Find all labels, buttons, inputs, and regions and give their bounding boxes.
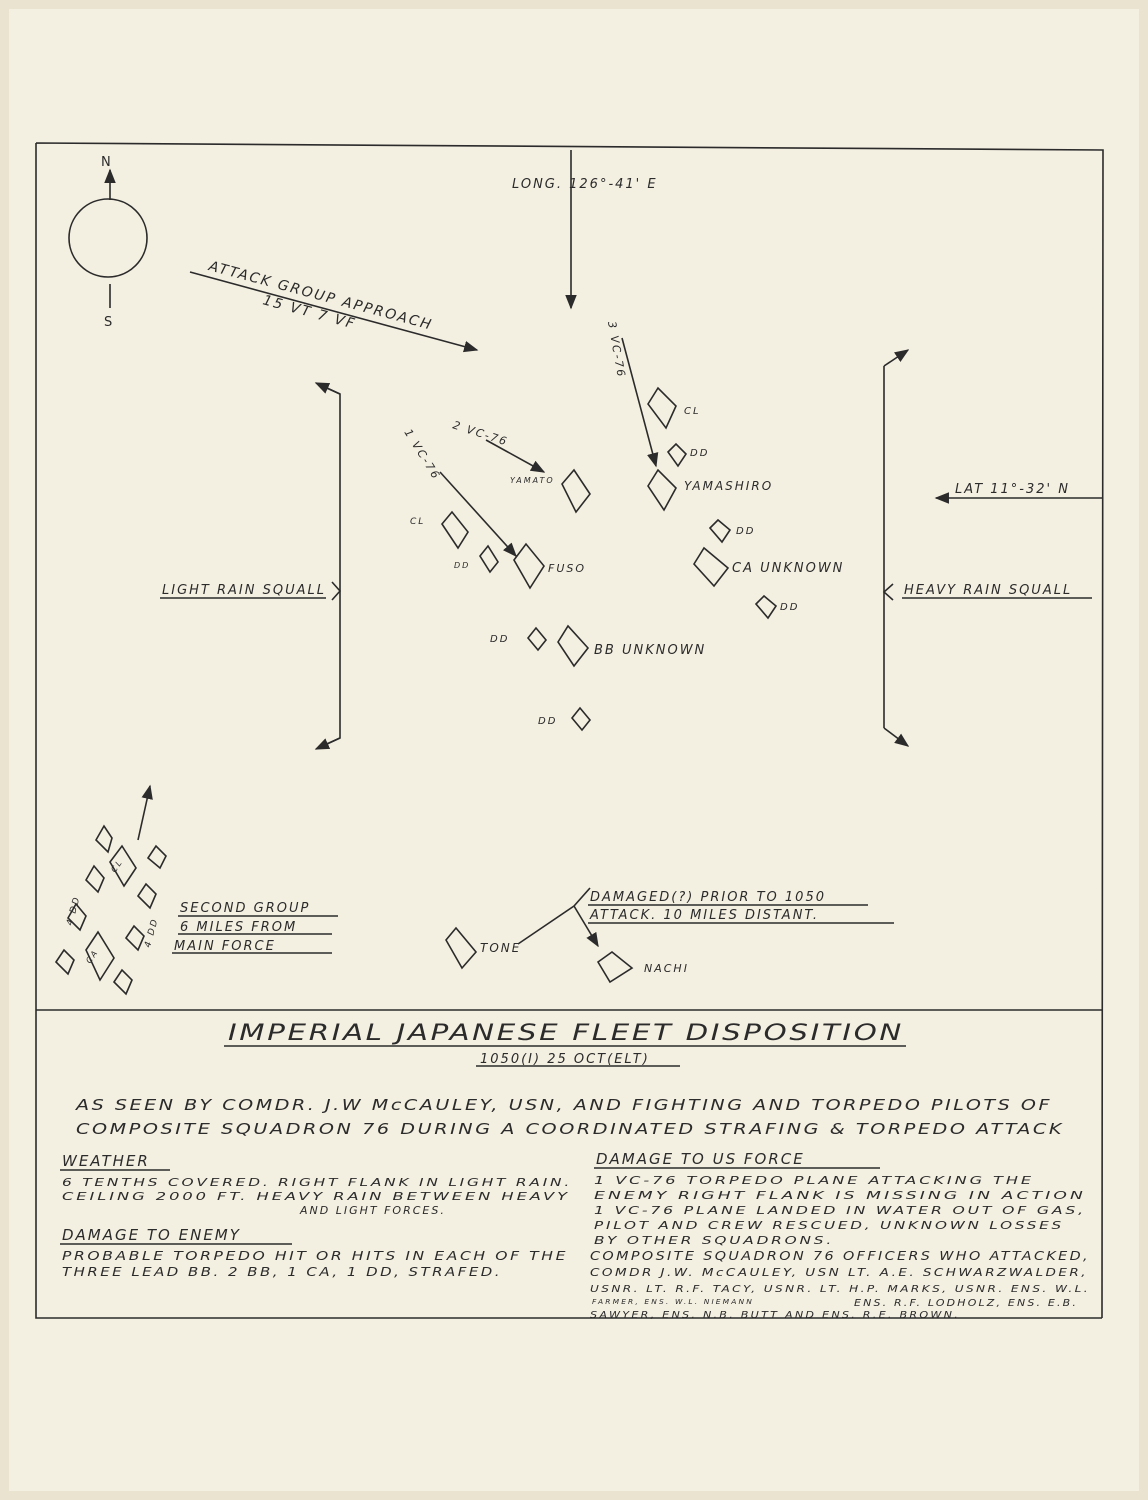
weather-line1: 6 TENTHS COVERED. RIGHT FLANK IN LIGHT R…	[62, 1176, 572, 1189]
three-vc-arrow	[621, 337, 659, 468]
one-vc-arrow	[439, 471, 517, 558]
second-group-line3: MAIN FORCE	[174, 939, 276, 954]
light-rain-squall-bracket	[160, 382, 342, 750]
heavy-rain-squall-bracket	[882, 349, 1092, 747]
ship-cl-left-label: CL	[410, 517, 425, 527]
map-title: IMPERIAL JAPANESE FLEET DISPOSITION	[228, 1021, 904, 1046]
ship-yamashiro-label: YAMASHIRO	[684, 479, 773, 493]
ship-cl-top	[647, 386, 677, 430]
latitude-label: LAT 11°-32' N	[955, 482, 1070, 497]
damage-enemy-line1: PROBABLE TORPEDO HIT OR HITS IN EACH OF …	[62, 1249, 568, 1263]
ship-yamato	[561, 468, 591, 514]
ship-fuso-label: FUSO	[548, 562, 586, 575]
ship-fuso	[513, 542, 545, 590]
officers-line1: COMPOSITE SQUADRON 76 OFFICERS WHO ATTAC…	[590, 1249, 1090, 1263]
ship-yamashiro	[647, 468, 677, 512]
damage-us-line5: BY OTHER SQUADRONS.	[594, 1234, 834, 1247]
ship-dd-4-label: DD	[454, 561, 470, 570]
ship-dd-5-label: DD	[490, 634, 509, 645]
ship-ca-unknown	[693, 546, 730, 588]
ship-yamato-label: YAMATO	[510, 476, 555, 485]
ship-nachi-label: NACHI	[644, 962, 689, 975]
damage-us-line3: 1 VC-76 PLANE LANDED IN WATER OUT OF GAS…	[594, 1204, 1086, 1217]
weather-line3: AND LIGHT FORCES.	[299, 1204, 446, 1217]
weather-heading: WEATHER	[62, 1152, 150, 1170]
officers-line5: SAWYER, ENS. N.B. BUTT AND ENS. R.E. BRO…	[590, 1310, 960, 1321]
damage-us-line2: ENEMY RIGHT FLANK IS MISSING IN ACTION	[594, 1189, 1086, 1202]
ship-dd-3-label: DD	[780, 602, 799, 613]
ship-dd-6-label: DD	[538, 716, 557, 727]
compass-north-label: N	[101, 155, 111, 170]
damage-us-line1: 1 VC-76 TORPEDO PLANE ATTACKING THE	[594, 1174, 1034, 1187]
ship-dd-2-label: DD	[736, 526, 755, 537]
ship-dd-2	[708, 518, 732, 544]
damage-enemy-line2: THREE LEAD BB. 2 BB, 1 CA, 1 DD, STRAFED…	[62, 1265, 502, 1279]
heavy-rain-squall-label: HEAVY RAIN SQUALL	[904, 583, 1072, 598]
ship-dd-1	[666, 442, 688, 468]
longitude-label: LONG. 126°-41' E	[512, 177, 658, 192]
light-rain-squall-label: LIGHT RAIN SQUALL	[162, 583, 326, 598]
officers-line3: USNR. LT. R.F. TACY, USNR. LT. H.P. MARK…	[590, 1284, 1090, 1295]
compass-south-label: S	[104, 315, 112, 330]
officers-line4a: FARMER, ENS. W.L. NIEMANN	[592, 1298, 754, 1306]
officers-line4b: ENS. R.F. LODHOLZ, ENS. E.B.	[854, 1298, 1078, 1309]
map-subtitle: 1050(I) 25 OCT(ELT)	[480, 1052, 650, 1067]
approach-arrow	[189, 271, 479, 353]
ship-cl-left	[441, 510, 469, 550]
damaged-ships: TONE NACHI	[445, 887, 689, 984]
ship-dd-1-label: DD	[690, 448, 709, 459]
second-group-line1: SECOND GROUP	[180, 901, 310, 916]
ship-bb-unknown	[557, 624, 590, 668]
as-seen-line2: COMPOSITE SQUADRON 76 DURING A COORDINAT…	[76, 1120, 1064, 1138]
damaged-line2: ATTACK. 10 MILES DISTANT.	[589, 908, 819, 923]
damaged-line1: DAMAGED(?) PRIOR TO 1050	[590, 890, 826, 905]
ship-nachi	[596, 950, 634, 984]
damage-enemy-heading: DAMAGE TO ENEMY	[62, 1226, 241, 1244]
main-force: CL DD YAMASHIRO DD CA UNKNOWN DD YAMATO …	[410, 386, 844, 732]
ship-ca-unknown-label: CA UNKNOWN	[732, 561, 844, 576]
second-group-line2: 6 MILES FROM	[180, 920, 297, 935]
weather-line2: CEILING 2000 FT. HEAVY RAIN BETWEEN HEAV…	[62, 1190, 570, 1203]
ship-dd-5	[526, 626, 548, 652]
ship-dd-4	[479, 544, 499, 574]
as-seen-line1: AS SEEN BY COMDR. J.W McCAULEY, USN, AND…	[75, 1096, 1052, 1114]
ship-tone	[445, 926, 478, 970]
two-vc-arrow	[485, 439, 546, 473]
damage-us-line4: PILOT AND CREW RESCUED, UNKNOWN LOSSES	[594, 1219, 1064, 1232]
damage-us-heading: DAMAGE TO US FORCE	[596, 1150, 805, 1168]
ship-tone-label: TONE	[480, 941, 521, 955]
ship-dd-6	[570, 706, 592, 732]
officers-line2: COMDR J.W. McCAULEY, USN LT. A.E. SCHWAR…	[590, 1266, 1088, 1279]
ship-dd-3	[754, 594, 778, 620]
compass-icon: N S	[68, 155, 148, 330]
ship-cl-top-label: CL	[684, 406, 701, 417]
map-frame	[35, 142, 1104, 1319]
ship-bb-unknown-label: BB UNKNOWN	[594, 643, 706, 658]
